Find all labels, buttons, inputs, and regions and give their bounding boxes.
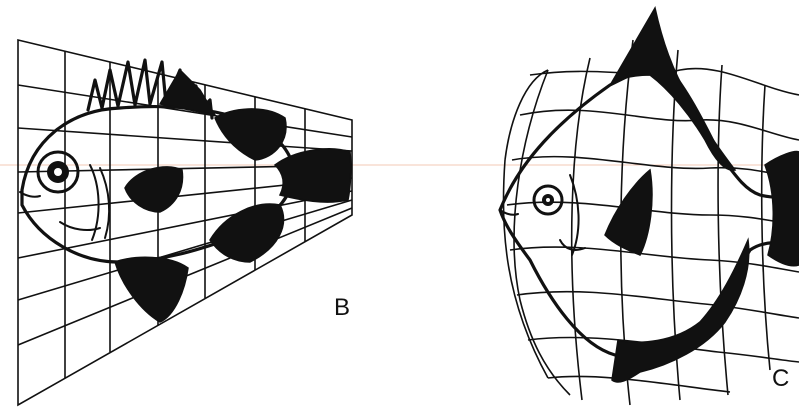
- panel-b: [17, 38, 353, 407]
- panel-b-fish-eye: [36, 150, 80, 194]
- panel-c-fish-eye: [532, 184, 564, 216]
- panel-b-grid: [17, 38, 353, 407]
- panel-c: [498, 5, 799, 406]
- panel-c-fish: [498, 5, 799, 383]
- panel-label-b: B: [334, 294, 351, 321]
- panel-b-fish: [19, 58, 352, 323]
- panel-label-c: C: [772, 365, 790, 392]
